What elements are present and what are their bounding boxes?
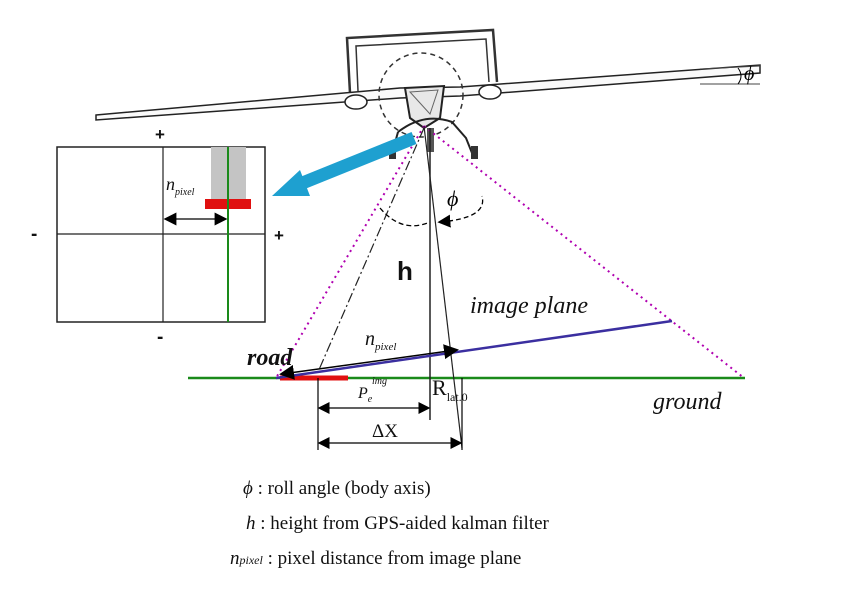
inset-sign-top: +	[155, 125, 165, 144]
roll-angle-symbol-wing: ϕ	[744, 63, 754, 85]
camera-image-inset: npixel + - - +	[31, 125, 284, 348]
road-sight-line	[317, 127, 425, 373]
legend-row-height: h : height from GPS-aided kalman filter	[246, 513, 549, 535]
uav-aircraft	[95, 28, 761, 159]
camera-to-image-arrow	[272, 131, 417, 196]
legend-symbol-npixel-sub: pixel	[239, 553, 263, 567]
svg-text:img: img	[372, 376, 387, 387]
uav-tail-frame	[345, 28, 499, 94]
wing-roll-angle-indicator: ϕ	[699, 63, 761, 85]
legend-text-npixel: : pixel distance from image plane	[267, 548, 522, 569]
dimension-lines	[317, 378, 463, 450]
p-img-label: Pe img	[357, 376, 387, 405]
legend-row-npixel: npixel : pixel distance from image plane	[230, 548, 521, 570]
delta-x-label: ΔX	[372, 421, 398, 442]
legend-text-height: : height from GPS-aided kalman filter	[260, 513, 549, 534]
npixel-plane-label: npixel	[365, 328, 396, 353]
npixel-plane-arrow	[279, 344, 459, 380]
inset-sign-bottom: -	[157, 327, 163, 348]
camera-roll-angle-indicator: ϕ	[379, 186, 484, 228]
image-plane-line	[275, 319, 673, 380]
svg-text:Pe: Pe	[357, 385, 373, 405]
r-lat-label: Rlat.0	[432, 375, 468, 404]
legend-symbol-npixel: n	[230, 548, 240, 569]
ground-label: ground	[653, 389, 722, 415]
landing-gear	[397, 117, 475, 159]
inset-sign-right: +	[274, 226, 284, 245]
road-label: road	[247, 345, 293, 371]
legend-row-roll: ϕ : roll angle (body axis)	[243, 478, 431, 500]
fov-right-line	[423, 125, 745, 379]
legend-symbol-roll: ϕ	[243, 478, 253, 499]
inset-npixel-label: npixel	[166, 174, 195, 198]
legend-text-roll: : roll angle (body axis)	[257, 478, 431, 499]
svg-text:Rlat.0: Rlat.0	[432, 375, 468, 404]
height-label: h	[397, 256, 413, 286]
svg-text:npixel: npixel	[365, 328, 396, 353]
inset-sign-left: -	[31, 224, 37, 245]
fov-left-line	[275, 125, 425, 379]
image-plane-label: image plane	[470, 293, 588, 319]
legend-symbol-height: h	[246, 513, 256, 534]
propeller-disk	[378, 52, 464, 138]
roll-angle-symbol-camera: ϕ	[447, 186, 458, 211]
